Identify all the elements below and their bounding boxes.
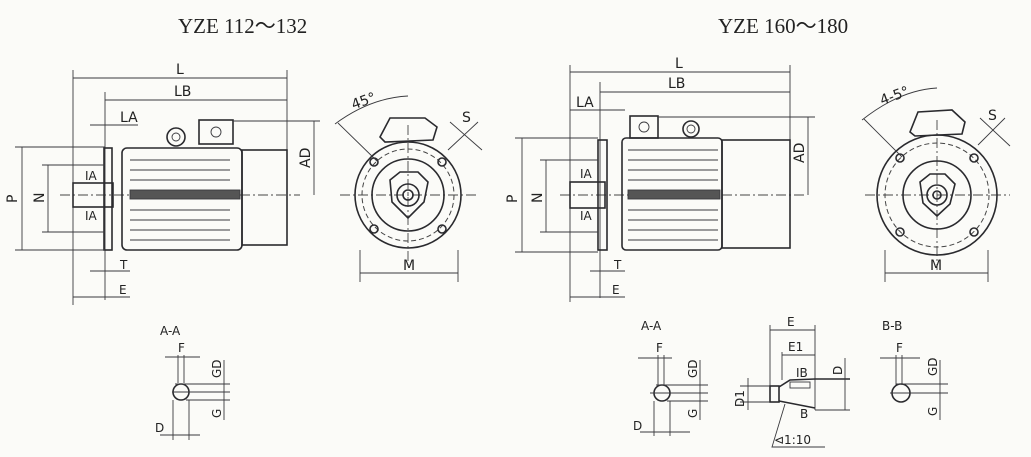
dim-D-right: D <box>633 419 642 433</box>
title-right: YZE 160～180 <box>718 14 848 38</box>
dim-angle: 45° <box>349 90 378 114</box>
dim-D-detail: D <box>831 366 845 375</box>
dim-E-right: E <box>612 283 620 297</box>
dim-T: T <box>119 258 128 272</box>
dim-G-bb: G <box>926 407 940 416</box>
title-left: YZE 112～132 <box>178 14 307 38</box>
dim-P-right: P <box>505 195 521 203</box>
dim-E: E <box>119 283 127 297</box>
dim-L: L <box>176 62 184 78</box>
dim-N-right: N <box>530 193 546 203</box>
dim-S-right: S <box>988 108 997 124</box>
dim-M: M <box>403 258 415 274</box>
dim-LB-right: LB <box>668 76 685 92</box>
dim-E-detail: E <box>787 315 795 329</box>
dim-D1: D1 <box>733 390 747 407</box>
section-aa-label-right: A-A <box>641 319 662 333</box>
dim-LB: LB <box>174 84 191 100</box>
dim-IB: IB <box>796 366 808 380</box>
taper-label: ⊲1:10 <box>774 433 811 447</box>
dim-P: P <box>5 195 21 203</box>
right-end-view: 4-5° S M <box>861 84 1011 282</box>
dim-N: N <box>32 193 48 203</box>
dim-B: B <box>800 407 808 421</box>
section-aa-label: A-A <box>160 324 181 338</box>
dim-G: G <box>210 409 224 418</box>
dim-AD-right: AD <box>792 143 808 163</box>
dim-LA: LA <box>120 110 138 126</box>
right-side-view: L LB LA IA IA AD P N T E <box>505 56 815 302</box>
dim-LA-right: LA <box>576 95 594 111</box>
left-side-view: L LB LA IA IA AD P N <box>5 62 320 305</box>
right-section-aa: A-A F GD G D <box>633 319 708 436</box>
dim-angle-right: 4-5° <box>878 84 912 109</box>
dim-AD: AD <box>298 148 314 168</box>
section-bb-label: B-B <box>882 319 902 333</box>
left-section-aa: A-A F GD G D <box>155 324 230 440</box>
dim-D: D <box>155 421 164 435</box>
dim-F-right: F <box>656 341 663 355</box>
dim-L-right: L <box>675 56 683 72</box>
shaft-end-detail: E E1 IB D D1 B ⊲1:10 <box>733 315 850 448</box>
dim-IA-bottom: IA <box>85 209 98 223</box>
dim-F: F <box>178 341 185 355</box>
dim-IA-bottom-right: IA <box>580 209 593 223</box>
section-bb: B-B F GD G <box>880 319 948 420</box>
dim-GD-bb: GD <box>926 357 940 376</box>
dim-G-right: G <box>686 409 700 418</box>
dim-M-right: M <box>930 258 942 274</box>
dim-IA-top-right: IA <box>580 167 593 181</box>
left-end-view: 45° S M <box>334 90 483 282</box>
dim-IA-top: IA <box>85 169 98 183</box>
dim-GD: GD <box>210 359 224 378</box>
dim-E1: E1 <box>788 340 803 354</box>
dim-F-bb: F <box>896 341 903 355</box>
dim-GD-right: GD <box>686 359 700 378</box>
dim-S: S <box>462 110 471 126</box>
dim-T-right: T <box>613 258 622 272</box>
